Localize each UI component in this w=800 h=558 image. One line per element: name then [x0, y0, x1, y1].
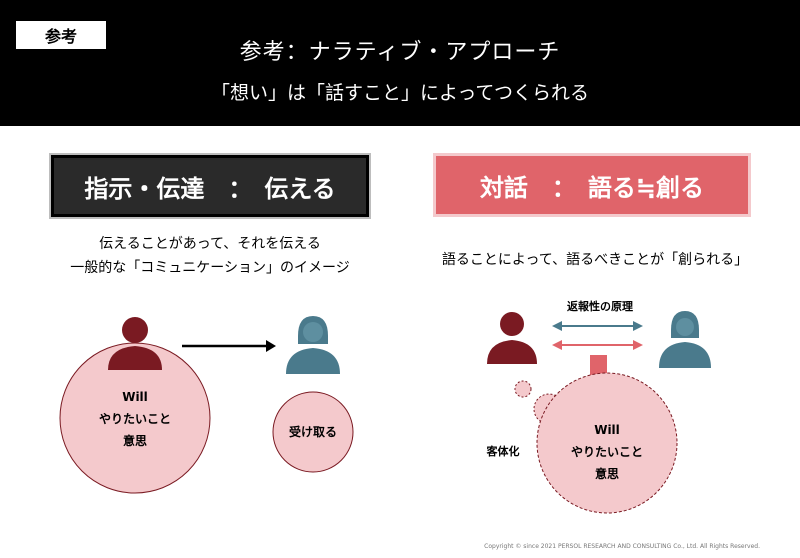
- created-wants-text: やりたいこと: [570, 445, 643, 459]
- created-will-label: Will やりたいこと 意思: [557, 419, 657, 485]
- left-description-line1: 伝えることがあって、それを伝える: [99, 236, 321, 252]
- objectify-label: 客体化: [486, 445, 520, 458]
- sender-will-label: Will やりたいこと 意思: [85, 386, 185, 452]
- copyright-footer: Copyright © since 2021 PERSOL RESEARCH A…: [484, 543, 760, 550]
- left-description: 伝えることがあって、それを伝える 一般的な「コミュニケーション」のイメージ: [60, 232, 360, 280]
- sender-person-icon: [108, 317, 162, 370]
- receiver-label: 受け取る: [288, 425, 337, 439]
- reciprocity-label: 返報性の原理: [567, 300, 633, 313]
- dialogue-box: 対話 ： 語る≒創る: [433, 153, 751, 217]
- left-description-line2: 一般的な「コミュニケーション」のイメージ: [70, 260, 350, 276]
- intention-text: 意思: [122, 434, 147, 448]
- created-will-text: Will: [594, 423, 620, 437]
- transmit-arrow-icon: [182, 340, 276, 352]
- receiver-circle: [272, 391, 354, 473]
- wants-text: やりたいこと: [98, 412, 171, 426]
- header-band: 参考 参考：ナラティブ・アプローチ 「想い」は「話すこと」によってつくられる: [0, 0, 800, 126]
- right-description: 語ることによって、語るべきことが「創られる」: [441, 252, 749, 268]
- thought-bubble-small: [514, 380, 532, 398]
- will-text: Will: [122, 390, 148, 404]
- receiver-person-icon: [286, 316, 340, 374]
- page-subtitle: 「想い」は「話すこと」によってつくられる: [210, 82, 590, 104]
- reciprocity-arrow-top-icon: [552, 321, 643, 331]
- listener-person-icon: [659, 311, 711, 368]
- created-intention-text: 意思: [594, 467, 619, 481]
- created-will-circle: [536, 372, 678, 514]
- instruction-box: 指示・伝達 ： 伝える: [51, 155, 369, 217]
- reciprocity-arrow-bottom-icon: [552, 340, 643, 350]
- reference-tag: 参考: [16, 21, 106, 49]
- page-title: 参考：ナラティブ・アプローチ: [239, 40, 561, 65]
- speaker-person-icon: [487, 312, 537, 364]
